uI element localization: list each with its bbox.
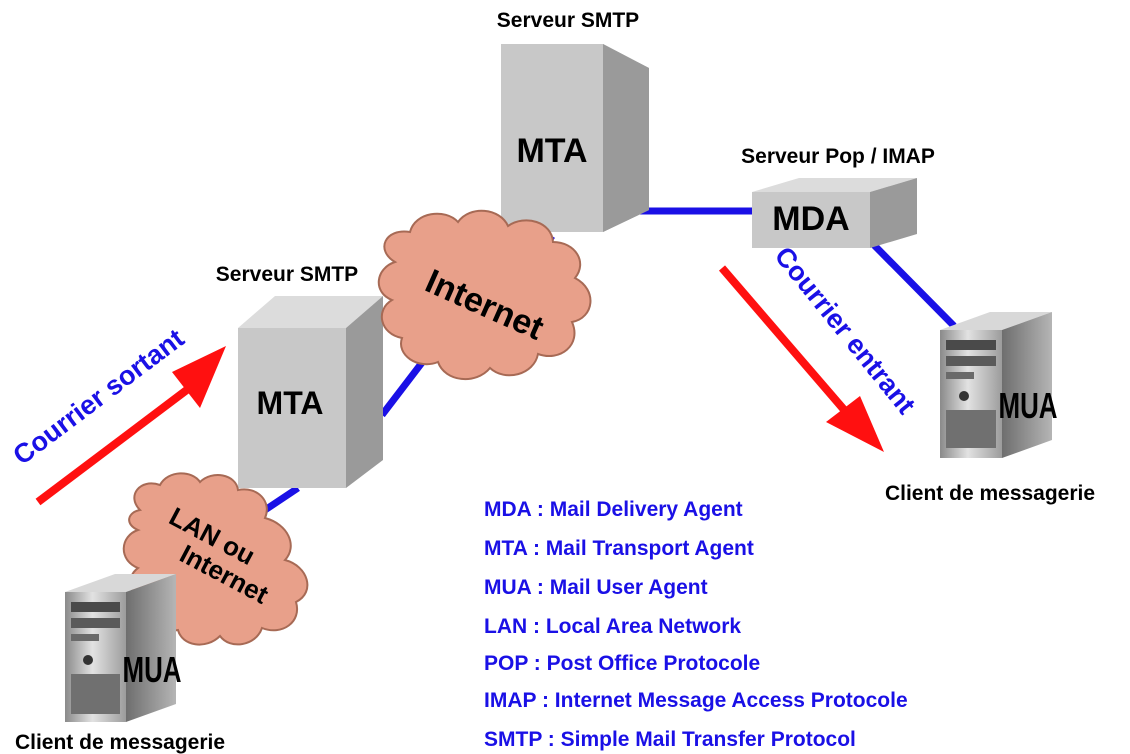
pop-server-side [870,178,917,248]
client-right-drive-1 [946,340,996,350]
server-top-caption: Serveur SMTP [497,9,639,32]
legend-item-mda: MDA : Mail Delivery Agent [484,498,743,521]
server-left-box-label: MTA [257,385,324,421]
outgoing-arrow-head [172,346,226,408]
client-right-box-label: MUA [998,386,1057,426]
client-left: MUA Client de messagerie [15,574,225,754]
client-left-power-icon [83,655,93,665]
legend-item-pop: POP : Post Office Protocole [484,652,760,675]
client-left-drive-1 [71,602,120,612]
pop-server-caption: Serveur Pop / IMAP [741,145,935,168]
incoming-arrow-head [826,396,884,452]
legend-item-mta: MTA : Mail Transport Agent [484,537,754,560]
smtp-server-left: MTA Serveur SMTP [216,263,383,488]
client-right-top [940,312,1052,330]
client-left-side [126,574,176,722]
internet-cloud-shape [377,209,592,381]
server-top-front [501,44,603,232]
client-left-top [65,574,176,592]
legend-item-mua: MUA : Mail User Agent [484,576,708,599]
server-top-side [603,44,649,232]
server-left-top [238,296,383,328]
server-left-front [238,328,346,488]
internet-cloud: Internet [377,209,592,381]
pop-imap-server: MDA Serveur Pop / IMAP [741,145,935,248]
client-right-caption: Client de messagerie [885,482,1095,505]
pop-server-front [752,192,870,248]
client-right: MUA Client de messagerie [885,312,1095,505]
client-left-drive-2 [71,618,120,628]
link-mda-to-client-right [869,240,957,329]
legend-item-smtp: SMTP : Simple Mail Transfer Protocol [484,728,856,751]
client-left-vent [71,674,120,714]
outgoing-arrow-label: Courrier sortant [7,323,189,471]
outgoing-arrow-shaft [35,382,195,506]
client-right-drive-3 [946,372,974,379]
server-left-caption: Serveur SMTP [216,263,358,286]
client-left-drive-3 [71,634,99,641]
pop-server-box-label: MDA [772,200,849,238]
smtp-server-top: MTA Serveur SMTP [497,9,649,232]
incoming-arrow-shaft [718,265,850,415]
legend-item-lan: LAN : Local Area Network [484,615,741,638]
client-right-power-icon [959,391,969,401]
server-left-side [346,296,383,488]
pop-server-top [752,178,917,192]
link-mta-left-to-internet [379,357,427,418]
client-left-box-label: MUA [122,650,181,690]
legend-item-imap: IMAP : Internet Message Access Protocole [484,689,908,712]
incoming-mail-arrow: Courrier entrant [718,241,921,452]
legend: MDA : Mail Delivery Agent MTA : Mail Tra… [484,498,908,751]
client-right-drive-2 [946,356,996,366]
client-right-side [1002,312,1052,458]
server-top-box-label: MTA [516,132,587,170]
client-right-vent [946,410,996,448]
client-left-caption: Client de messagerie [15,731,225,754]
